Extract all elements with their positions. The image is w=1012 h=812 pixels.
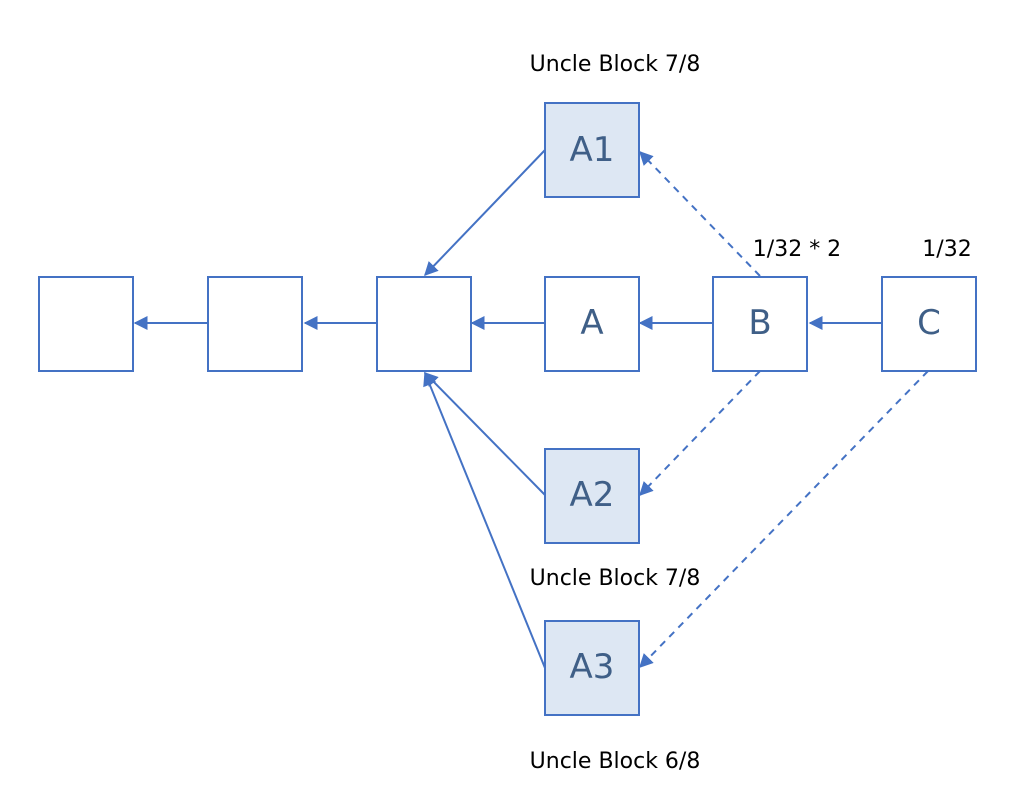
- edge-a3-to-b2: [423, 371, 546, 669]
- annotation-c-inclusion-reward: 1/32: [922, 237, 971, 262]
- uncle-block-a2-label: A2: [570, 475, 615, 515]
- block-0: [38, 276, 134, 372]
- annotation-a3-reward: Uncle Block 6/8: [530, 749, 701, 774]
- block-2: [376, 276, 472, 372]
- edge-a1-to-b2: [424, 149, 546, 277]
- uncle-ref-b-to-a2: [639, 370, 761, 497]
- block-b-label: B: [748, 303, 771, 343]
- block-a-label: A: [580, 303, 603, 343]
- uncle-block-a3-label: A3: [570, 647, 615, 687]
- block-c-label: C: [917, 303, 941, 343]
- uncle-block-a3: A3: [544, 620, 640, 716]
- block-1: [207, 276, 303, 372]
- annotation-a2-reward: Uncle Block 7/8: [530, 566, 701, 591]
- uncle-block-a1-label: A1: [570, 130, 615, 170]
- annotation-a1-reward: Uncle Block 7/8: [530, 52, 701, 77]
- uncle-ref-b-to-a1: [639, 150, 761, 277]
- uncle-block-a2: A2: [544, 448, 640, 544]
- block-c: C: [881, 276, 977, 372]
- block-a: A: [544, 276, 640, 372]
- edge-a2-to-b2: [424, 372, 546, 496]
- block-b: B: [712, 276, 808, 372]
- uncle-block-a1: A1: [544, 102, 640, 198]
- uncle-ref-c-to-a3: [639, 370, 929, 669]
- annotation-b-inclusion-reward: 1/32 * 2: [753, 237, 841, 262]
